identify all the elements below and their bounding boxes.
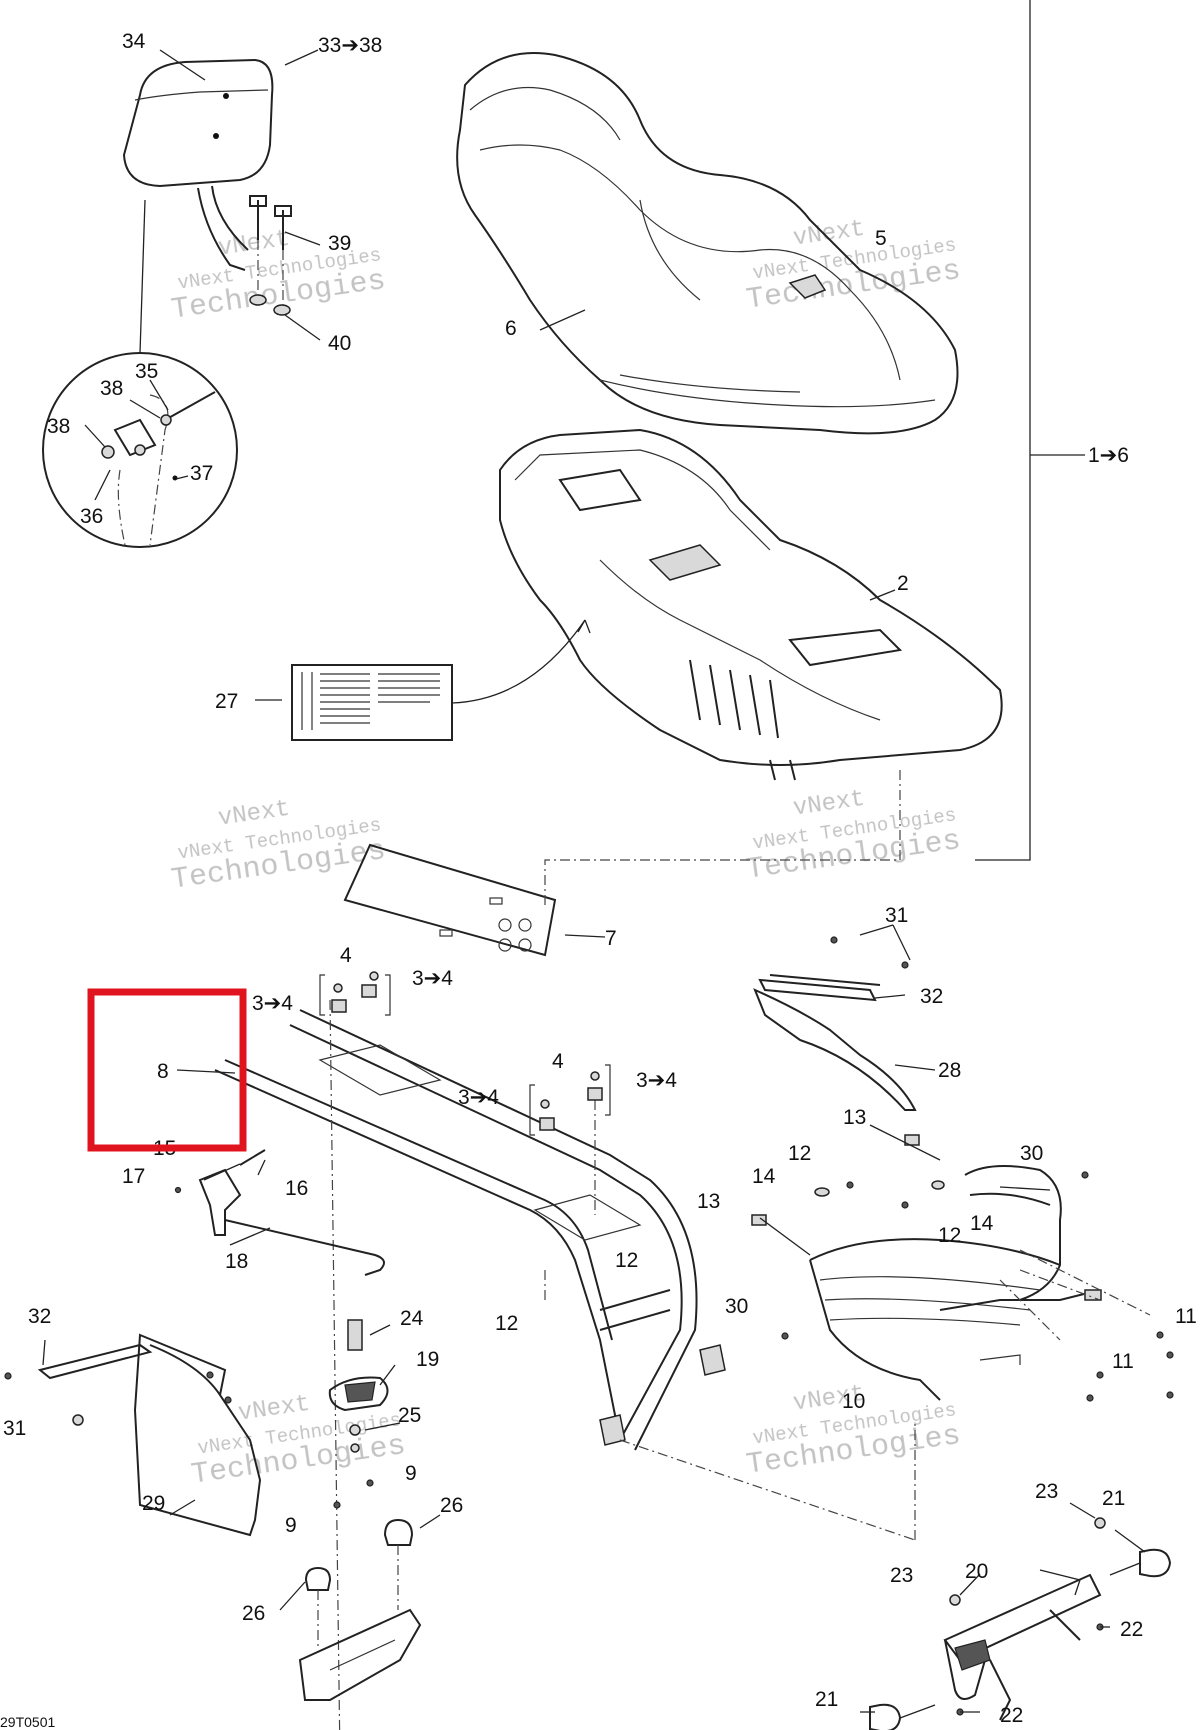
callout-3-4: 3➔4 (412, 967, 453, 990)
callout-6: 6 (505, 317, 517, 340)
callout-19: 19 (416, 1348, 439, 1371)
callout-36: 36 (80, 505, 103, 528)
callout-35: 35 (135, 360, 158, 383)
callout-3-4: 3➔4 (636, 1069, 677, 1092)
callout-25: 25 (398, 1404, 421, 1427)
watermark-text: vNext (792, 216, 867, 253)
callout-12: 12 (938, 1224, 961, 1247)
callout-27: 27 (215, 690, 238, 713)
callout-37: 37 (190, 462, 213, 485)
callout-8: 8 (157, 1060, 169, 1083)
callout-28: 28 (938, 1059, 961, 1082)
callout-10: 10 (842, 1390, 865, 1413)
callout-31: 31 (3, 1417, 26, 1440)
callout-22: 22 (1120, 1618, 1143, 1641)
callout-13: 13 (697, 1190, 720, 1213)
mudflap-part[interactable] (4, 1333, 262, 1537)
callout-12: 12 (788, 1142, 811, 1165)
callout-16: 16 (285, 1177, 308, 1200)
callout-14: 14 (970, 1212, 994, 1235)
callout-7: 7 (605, 927, 617, 950)
fasteners-right[interactable] (619, 1134, 1174, 1541)
callout-labels: 34 33➔38 39 40 35 38 38 36 37 5 6 1➔6 2 … (0, 30, 1197, 1730)
callout-17: 17 (122, 1165, 145, 1188)
callout-40: 40 (328, 332, 351, 355)
callout-26: 26 (440, 1494, 463, 1517)
backrest-bolts[interactable] (249, 195, 292, 316)
watermark-text: vNext (217, 226, 292, 263)
callout-23: 23 (1035, 1480, 1058, 1503)
callout-9: 9 (405, 1462, 417, 1485)
callout-12: 12 (615, 1249, 638, 1272)
callout-30: 30 (1020, 1142, 1043, 1165)
callout-4: 4 (552, 1050, 564, 1073)
hitch-part[interactable] (328, 1319, 389, 1509)
backrest-part[interactable] (122, 58, 274, 271)
callout-24: 24 (400, 1307, 424, 1330)
callout-38: 38 (47, 415, 70, 438)
callout-34: 34 (122, 30, 146, 53)
callout-14: 14 (752, 1165, 776, 1188)
callout-30: 30 (725, 1295, 748, 1318)
callout-32: 32 (28, 1305, 51, 1328)
callout-21: 21 (1102, 1487, 1125, 1510)
callout-26: 26 (242, 1602, 265, 1625)
leader-lines (42, 49, 1146, 1713)
callout-39: 39 (328, 232, 351, 255)
callout-33-38: 33➔38 (318, 34, 382, 57)
callout-3-4: 3➔4 (252, 992, 293, 1015)
callout-20: 20 (965, 1560, 988, 1583)
callout-22: 22 (1000, 1704, 1023, 1727)
mat-part[interactable] (343, 843, 557, 957)
callout-29: 29 (142, 1492, 165, 1515)
assembly-bracket-lines (544, 0, 1085, 1596)
bracket-group-right[interactable] (529, 1064, 611, 1136)
callout-21: 21 (815, 1688, 838, 1711)
callout-2: 2 (897, 572, 909, 595)
callout-31: 31 (885, 904, 908, 927)
callout-4: 4 (340, 944, 352, 967)
frame-rail-part[interactable] (214, 999, 726, 1730)
callout-12: 12 (495, 1312, 518, 1335)
callout-32: 32 (920, 985, 943, 1008)
callout-18: 18 (225, 1250, 248, 1273)
rear-carrier-part[interactable] (809, 1165, 1102, 1401)
label-decal-part[interactable] (291, 619, 591, 741)
callout-5: 5 (875, 227, 887, 250)
watermark-text: vNext (237, 1391, 312, 1428)
rear-bumper-part[interactable] (869, 1517, 1172, 1730)
highlight-box (87, 988, 247, 1152)
bracket-group-left[interactable] (319, 971, 391, 1016)
watermark-text: vNext (792, 786, 867, 823)
callout-11: 11 (1112, 1350, 1134, 1373)
callout-13: 13 (843, 1106, 866, 1129)
callout-3-4: 3➔4 (458, 1086, 499, 1109)
callout-23: 23 (890, 1564, 913, 1587)
latch-part[interactable] (174, 1149, 385, 1276)
skid-part[interactable] (298, 1518, 422, 1701)
callout-38: 38 (100, 377, 123, 400)
diagram-code: 29T0501 (0, 1714, 55, 1730)
callout-9: 9 (285, 1514, 297, 1537)
side-panel-upper-part[interactable] (753, 936, 917, 1111)
callout-1-6: 1➔6 (1088, 444, 1129, 467)
callout-11: 11 (1175, 1305, 1197, 1328)
seat-base-part[interactable] (499, 428, 1003, 781)
seat-cover-part[interactable] (456, 52, 959, 435)
watermark-text: vNext (217, 796, 292, 833)
